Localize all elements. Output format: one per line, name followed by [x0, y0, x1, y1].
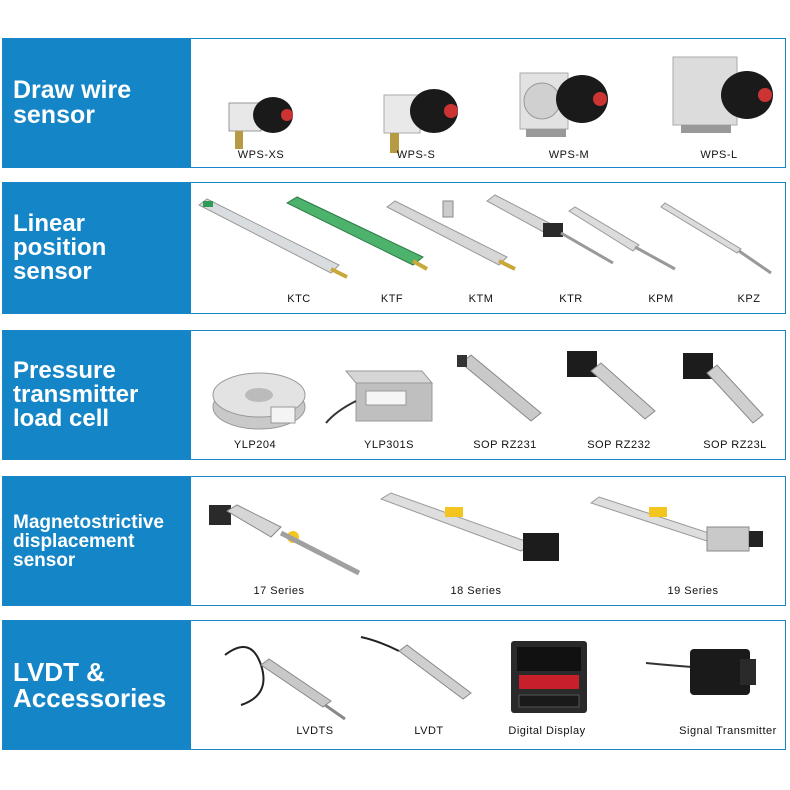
product-image-ylp204 — [212, 372, 306, 430]
product-image-sop-rz232 — [567, 351, 656, 420]
product-image-ktr — [486, 194, 614, 265]
product-caption: KTF — [380, 293, 404, 305]
category-label: LVDT & Accessories — [3, 621, 191, 749]
product-caption: KTR — [559, 293, 583, 305]
product-image-ktc — [198, 198, 348, 279]
product-image-lvdts — [224, 646, 346, 721]
product-caption: WPS-XS — [237, 149, 285, 161]
product-image-sop-rz23l — [683, 353, 764, 424]
category-title: Pressure transmitter load cell — [13, 357, 139, 432]
product-image-ktf — [285, 196, 428, 271]
product-caption: KPM — [648, 293, 674, 305]
product-image-ktm — [386, 200, 516, 271]
product-image-18-series — [379, 492, 559, 561]
product-image-sop-rz231 — [457, 354, 542, 422]
product-caption: YLP204 — [233, 439, 277, 451]
product-image-signal-transmitter — [645, 649, 756, 695]
product-caption: WPS-M — [548, 149, 590, 161]
category-title: Magnetostrictive displacement sensor — [13, 511, 164, 571]
product-image-wps-m — [519, 72, 608, 137]
category-row-linear-position: Linear position sensor KTC KTF KTM KTR — [2, 182, 786, 314]
product-caption: SOP RZ23L — [703, 439, 767, 451]
product-caption: 18 Series — [450, 585, 502, 597]
category-label: Magnetostrictive displacement sensor — [3, 477, 191, 605]
category-label: Linear position sensor — [3, 183, 191, 313]
product-image-17-series — [209, 504, 361, 576]
product-image-19-series — [589, 496, 763, 552]
category-label: Pressure transmitter load cell — [3, 331, 191, 459]
product-image-wps-xs — [228, 97, 293, 149]
category-row-lvdt: LVDT & Accessories LVDTS LVDT Digital Di… — [2, 620, 786, 750]
category-row-pressure-load: Pressure transmitter load cell YLP204 YL… — [2, 330, 786, 460]
product-caption: KPZ — [737, 293, 761, 305]
product-image-ylp301s — [325, 370, 434, 424]
category-title: Linear position sensor — [13, 210, 107, 285]
category-title: Draw wire sensor — [13, 76, 132, 129]
product-image-digital-display — [511, 641, 587, 713]
product-image-kpm — [568, 206, 676, 271]
product-caption: YLP301S — [364, 439, 414, 451]
product-image-lvdt — [360, 636, 472, 700]
product-caption: SOP RZ232 — [587, 439, 651, 451]
product-caption: SOP RZ231 — [473, 439, 537, 451]
product-caption: KTC — [287, 293, 311, 305]
product-image-kpz — [660, 202, 772, 275]
product-caption: WPS-L — [700, 149, 738, 161]
product-caption: LVDT — [414, 725, 444, 737]
category-title: LVDT & Accessories — [13, 657, 167, 713]
product-caption: Digital Display — [508, 725, 586, 737]
product-caption: Signal Transmitter — [679, 725, 777, 737]
category-row-magnetostrictive: Magnetostrictive displacement sensor 17 … — [2, 476, 786, 606]
product-image-wps-s — [383, 89, 458, 153]
product-caption: WPS-S — [396, 149, 436, 161]
product-caption: LVDTS — [296, 725, 334, 737]
product-caption: 17 Series — [253, 585, 305, 597]
product-caption: KTM — [468, 293, 494, 305]
product-image-wps-l — [672, 56, 773, 133]
category-label: Draw wire sensor — [3, 39, 191, 167]
product-caption: 19 Series — [667, 585, 719, 597]
category-row-draw-wire: Draw wire sensor WPS-XS WPS-S WPS-M — [2, 38, 786, 168]
